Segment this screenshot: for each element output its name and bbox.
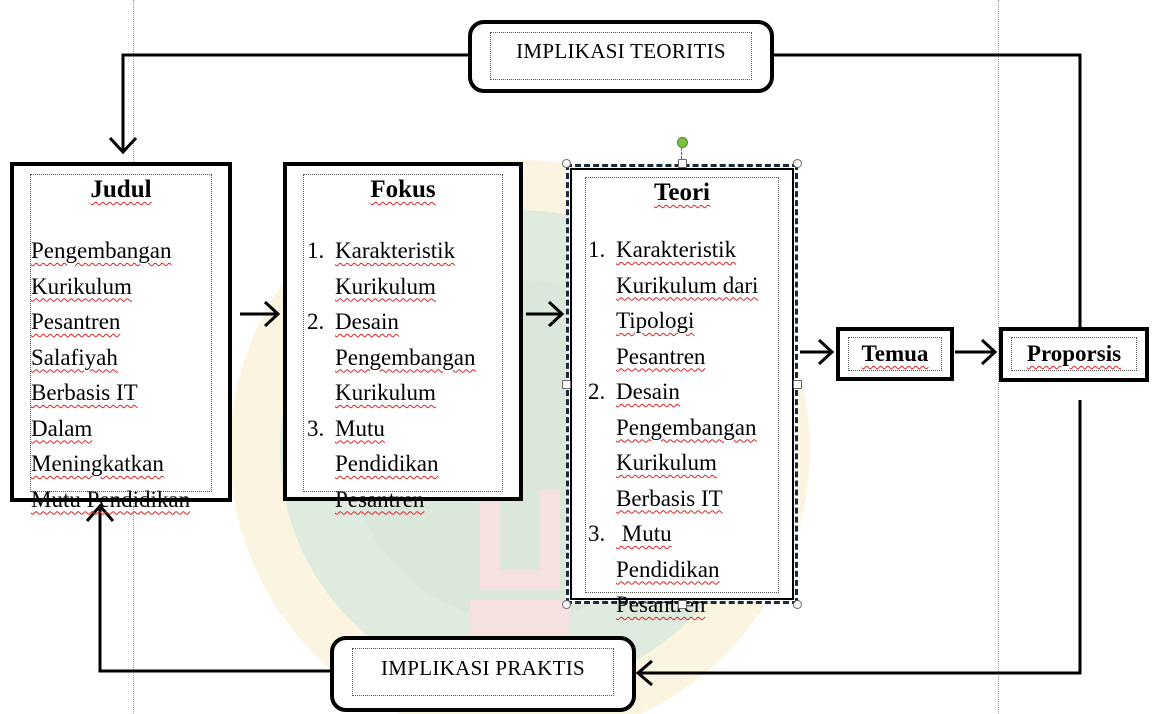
- resize-handle-bottom-right[interactable]: [793, 600, 802, 609]
- judul-line: Mutu Pendidikan: [31, 486, 191, 512]
- arrow-praktis-to-judul: [98, 508, 332, 673]
- temua-box: Temua: [836, 327, 954, 381]
- judul-title: Judul: [90, 176, 152, 203]
- teori-line: Tipologi: [616, 308, 695, 333]
- resize-handle-bottom-left[interactable]: [562, 600, 571, 609]
- teori-line: Pengembangan: [616, 414, 757, 440]
- fokus-line: Pesantren: [335, 486, 425, 512]
- fokus-line: Pengembangan: [335, 344, 476, 370]
- rotate-handle[interactable]: [677, 137, 688, 148]
- proporsis-label: Proporsis: [1026, 341, 1122, 366]
- judul-line: Salafiyah: [31, 344, 118, 370]
- judul-line: Kurikulum: [31, 273, 132, 299]
- implikasi-teoritis-label: IMPLIKASI TEORITIS: [516, 39, 726, 63]
- teori-line: Karakteristik: [616, 237, 737, 262]
- judul-lines: Pengembangan Kurikulum Pesantren Salafiy…: [31, 233, 190, 517]
- fokus-title: Fokus: [370, 176, 436, 203]
- fokus-line: Pendidikan: [335, 451, 439, 476]
- judul-line: Pengembangan: [31, 238, 172, 263]
- temua-label: Temua: [861, 341, 929, 366]
- fokus-line: Desain: [335, 309, 399, 334]
- implikasi-teoritis-box: IMPLIKASI TEORITIS: [468, 20, 774, 93]
- judul-line: Berbasis IT: [31, 380, 138, 405]
- judul-line: Meningkatkan: [31, 451, 164, 476]
- teori-line: Kurikulum dari: [616, 272, 759, 298]
- resize-handle-right[interactable]: [793, 380, 802, 389]
- proporsis-box: Proporsis: [999, 327, 1149, 382]
- teori-line: Pendidikan: [616, 556, 720, 582]
- judul-line: Pesantren: [31, 309, 121, 334]
- teori-line: Desain: [616, 379, 680, 404]
- teori-box[interactable]: Teori 1.Karakteristik Kurikulum dari Tip…: [566, 164, 798, 617]
- fokus-line: Karakteristik: [335, 238, 456, 263]
- arrow-teoritis-to-judul: [121, 53, 470, 150]
- resize-handle-top-left[interactable]: [562, 159, 571, 168]
- fokus-lines: 1.Karakteristik Kurikulum 2.Desain Penge…: [307, 238, 476, 512]
- fokus-line: Mutu: [335, 415, 385, 441]
- teori-line: Mutu: [616, 521, 672, 546]
- teori-line: Berbasis IT: [616, 485, 723, 511]
- page-margin-guide-right: [998, 0, 999, 714]
- judul-line: Dalam: [31, 415, 93, 441]
- arrow-proporsis-to-praktis: [638, 400, 1082, 675]
- resize-handle-left[interactable]: [562, 380, 571, 389]
- judul-box: Judul Pengembangan Kurikulum Pesantren S…: [10, 162, 232, 512]
- implikasi-praktis-label: IMPLIKASI PRAKTIS: [380, 656, 586, 680]
- teori-line: Pesantren: [616, 343, 706, 369]
- fokus-line: Kurikulum: [335, 380, 436, 405]
- fokus-line: Kurikulum: [335, 273, 436, 299]
- resize-handle-top[interactable]: [678, 159, 687, 168]
- teori-lines: 1.Karakteristik Kurikulum dari Tipologi …: [588, 237, 759, 617]
- teori-line: Pesantren: [616, 592, 706, 617]
- teori-line: Kurikulum: [616, 450, 717, 475]
- resize-handle-bottom[interactable]: [678, 600, 687, 609]
- teori-title: Teori: [653, 179, 711, 206]
- rotate-handle-stem: [681, 148, 682, 163]
- fokus-box: Fokus 1.Karakteristik Kurikulum 2.Desain…: [283, 162, 523, 512]
- implikasi-praktis-box: IMPLIKASI PRAKTIS: [330, 636, 636, 712]
- resize-handle-top-right[interactable]: [793, 159, 802, 168]
- arrow-proporsis-to-teoritis: [772, 53, 1082, 340]
